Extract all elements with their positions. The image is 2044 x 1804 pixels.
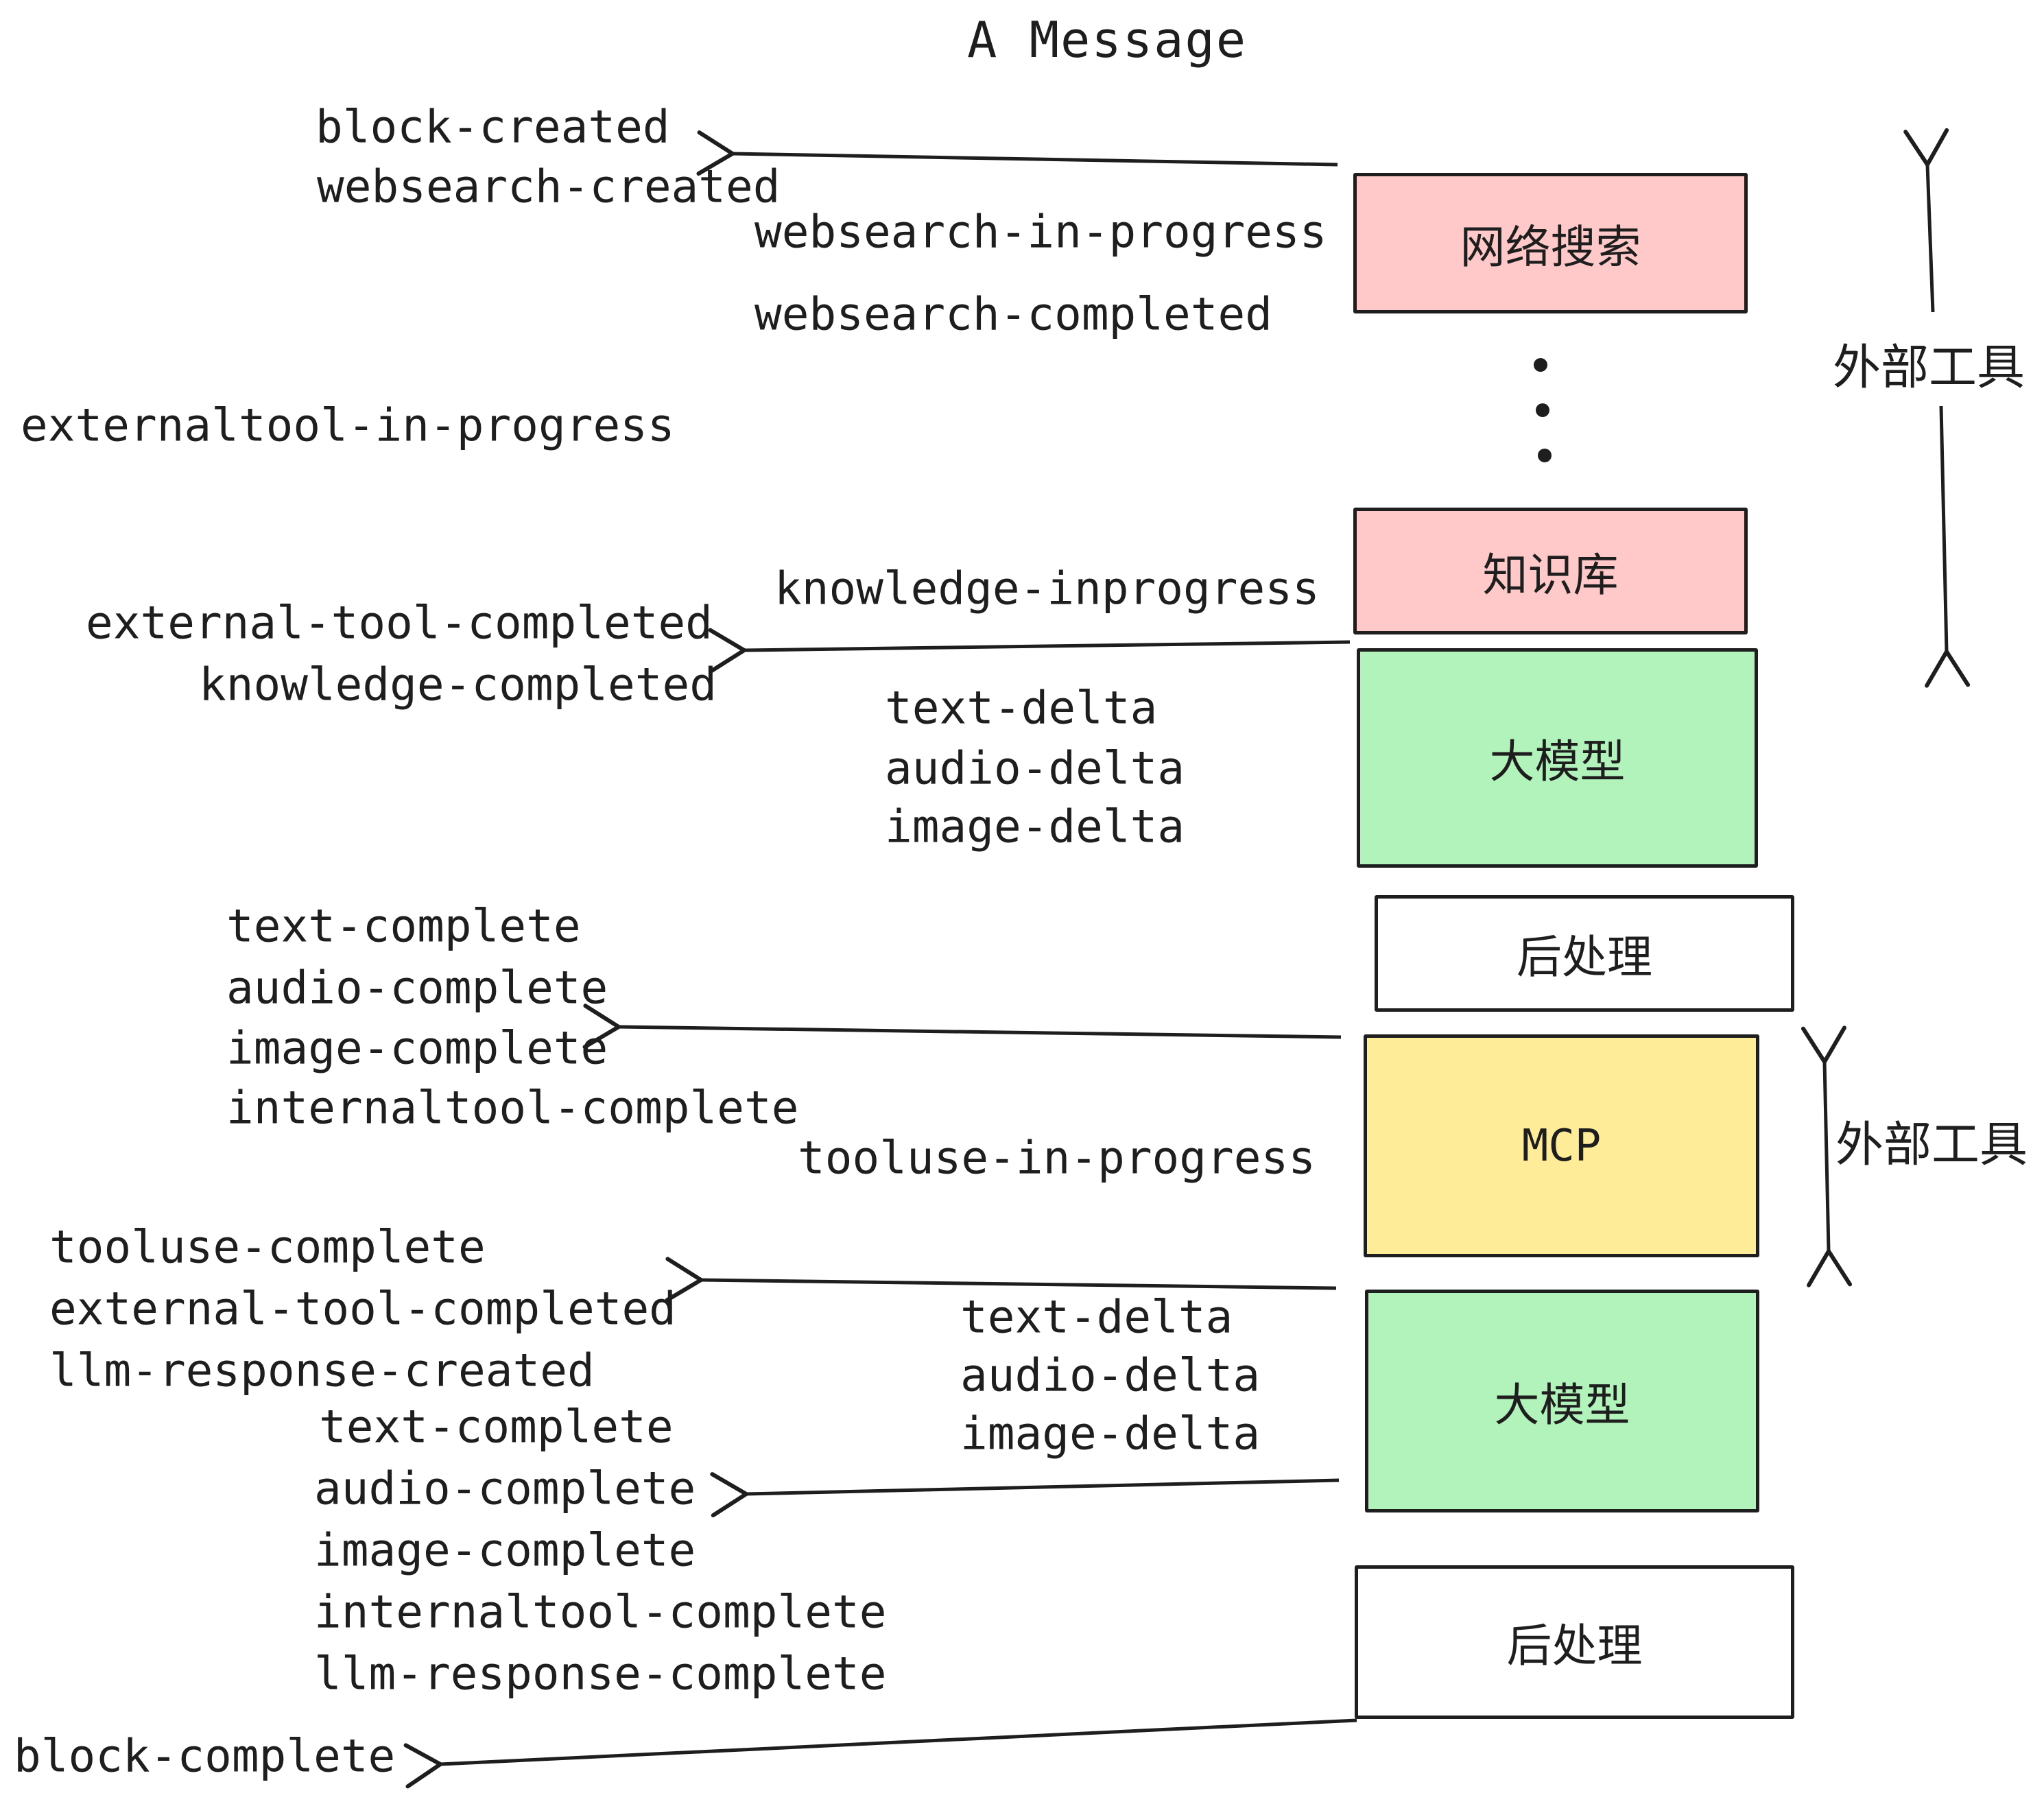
- box-postprocess-1: 后处理: [1375, 895, 1794, 1012]
- box-llm-1: 大模型: [1357, 648, 1758, 868]
- event-label-audio-delta-2: audio-delta: [960, 1349, 1261, 1402]
- event-label-text-complete-1: text-complete: [226, 899, 581, 953]
- event-label-tooluse-complete: tooluse-complete: [49, 1220, 486, 1274]
- event-label-image-delta-2: image-delta: [960, 1407, 1261, 1460]
- event-label-audio-delta-1: audio-delta: [885, 741, 1185, 795]
- event-label-tooluse-in-progress: tooluse-in-progress: [798, 1131, 1316, 1185]
- event-label-websearch-in-progress: websearch-in-progress: [754, 205, 1327, 259]
- arrow-internal-complete-1: [582, 1004, 1342, 1049]
- event-label-llm-response-complete: llm-response-complete: [314, 1647, 887, 1700]
- event-label-internaltool-complete-1: internaltool-complete: [226, 1081, 799, 1135]
- event-label-image-complete-1: image-complete: [226, 1021, 608, 1075]
- box-postprocess-2: 后处理: [1355, 1565, 1794, 1719]
- event-label-text-delta-1: text-delta: [885, 681, 1158, 735]
- event-label-llm-response-created: llm-response-created: [49, 1344, 595, 1397]
- external-tools-top-label: 外部工具: [1833, 339, 2025, 396]
- box-postprocess-2-label: 后处理: [1506, 1619, 1643, 1672]
- ellipsis-dot: [1534, 358, 1547, 372]
- box-websearch: 网络搜索: [1353, 173, 1748, 313]
- ellipsis-dot: [1538, 449, 1552, 462]
- event-label-image-delta-1: image-delta: [885, 800, 1185, 853]
- event-label-audio-complete-1: audio-complete: [226, 961, 608, 1014]
- box-llm-1-label: 大模型: [1489, 735, 1626, 788]
- event-label-websearch-created: websearch-created: [317, 160, 781, 213]
- box-llm-2-label: 大模型: [1494, 1378, 1630, 1432]
- event-label-externaltool-in-progress: externaltool-in-progress: [21, 399, 675, 452]
- arrow-websearch-created: [696, 130, 1338, 176]
- box-knowledge-label: 知识库: [1482, 548, 1619, 602]
- box-websearch-label: 网络搜索: [1460, 220, 1641, 274]
- box-knowledge: 知识库: [1353, 508, 1748, 634]
- arrow-block-complete: [403, 1718, 1357, 1789]
- box-mcp-label: MCP: [1521, 1120, 1602, 1172]
- arrow-internal-complete-2: [710, 1472, 1340, 1518]
- ellipsis-dot: [1536, 403, 1549, 417]
- event-label-text-delta-2: text-delta: [960, 1290, 1233, 1344]
- diagram-title: A Message: [967, 11, 1248, 69]
- event-label-external-tool-completed-1: external-tool-completed: [86, 596, 713, 650]
- box-llm-2: 大模型: [1365, 1290, 1759, 1512]
- event-label-image-complete-2: image-complete: [314, 1523, 696, 1577]
- event-label-knowledge-completed: knowledge-completed: [199, 658, 717, 711]
- box-mcp: MCP: [1364, 1034, 1759, 1257]
- external-tools-arrow-up: [1903, 128, 1949, 313]
- event-label-internaltool-complete-2: internaltool-complete: [314, 1585, 887, 1639]
- arrow-knowledge-completed: [708, 628, 1351, 674]
- event-label-websearch-completed: websearch-completed: [754, 287, 1272, 341]
- event-label-block-complete: block-complete: [14, 1729, 396, 1783]
- event-label-external-tool-completed-2: external-tool-completed: [49, 1282, 676, 1336]
- external-tools-arrow-down: [1925, 405, 1971, 688]
- event-label-block-created: block-created: [316, 100, 670, 154]
- external-tools-mcp-label: 外部工具: [1835, 1116, 2028, 1173]
- arrow-tooluse-complete: [665, 1257, 1337, 1303]
- event-label-text-complete-2: text-complete: [319, 1400, 674, 1453]
- external-tools-mcp-double-arrow: [1801, 1025, 1853, 1287]
- event-label-knowledge-inprogress: knowledge-inprogress: [774, 562, 1320, 615]
- event-label-audio-complete-2: audio-complete: [314, 1462, 696, 1515]
- box-postprocess-1-label: 后处理: [1517, 931, 1652, 984]
